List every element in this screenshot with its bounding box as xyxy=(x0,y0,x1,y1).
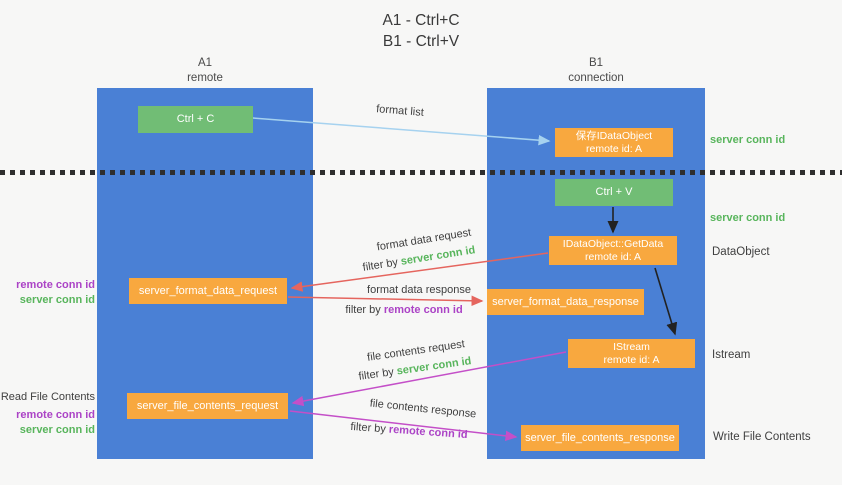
filter-by-text: filter by xyxy=(350,420,387,436)
getdata-node: IDataObject::GetData remote id: A xyxy=(549,236,677,265)
save-idataobject-line2: remote id: A xyxy=(585,142,643,155)
lane-a1-type: remote xyxy=(187,72,223,84)
dotted-separator-line xyxy=(0,170,842,175)
lane-header-a1: A1 remote xyxy=(97,56,313,86)
filter-by-text: filter by xyxy=(357,366,395,383)
edge-label-filter-remote-1: filter by remote conn id xyxy=(338,304,470,316)
right-label-dataobject: DataObject xyxy=(712,246,770,258)
left-label-conn-ids-top: remote conn id server conn id xyxy=(0,278,95,307)
file-contents-response-text: file contents response xyxy=(369,397,477,421)
server-conn-id-text: server conn id xyxy=(19,293,95,306)
filter-by-text: filter by xyxy=(361,256,399,274)
ctrl-c-node: Ctrl + C xyxy=(138,106,253,133)
remote-conn-id-text: remote conn id xyxy=(383,304,463,316)
istream-text: Istream xyxy=(712,349,751,361)
istream-node: IStream remote id: A xyxy=(568,339,695,368)
ctrl-v-node: Ctrl + V xyxy=(555,179,673,206)
server-format-data-response-node: server_format_data_response xyxy=(487,289,644,315)
title-line-1: A1 - Ctrl+C xyxy=(382,12,460,29)
right-label-write-file-contents: Write File Contents xyxy=(713,431,811,443)
right-label-server-conn-id-mid: server conn id xyxy=(710,211,785,226)
lane-b1-type: connection xyxy=(568,72,624,84)
istream-line1: IStream xyxy=(613,340,650,353)
left-label-conn-ids-bottom: remote conn id server conn id xyxy=(0,408,95,437)
remote-conn-id-text: remote conn id xyxy=(388,423,468,442)
right-label-server-conn-id-top: server conn id xyxy=(710,133,785,148)
server-conn-id-text: server conn id xyxy=(395,355,473,378)
format-data-response-text: format data response xyxy=(367,284,471,296)
arrow-format-data-response xyxy=(287,295,484,307)
write-file-contents-text: Write File Contents xyxy=(713,431,811,443)
server-file-contents-response-label: server_file_contents_response xyxy=(525,431,675,444)
ctrl-v-label: Ctrl + V xyxy=(595,186,633,198)
istream-line2: remote id: A xyxy=(603,353,660,366)
right-label-istream: Istream xyxy=(712,349,750,361)
edge-label-file-contents-response: file contents response xyxy=(363,397,484,421)
server-conn-id-text: server conn id xyxy=(710,134,786,146)
dataobject-text: DataObject xyxy=(712,246,770,258)
server-conn-id-text: server conn id xyxy=(710,212,786,224)
diagram-title: A1 - Ctrl+C B1 - Ctrl+V xyxy=(0,10,842,52)
format-list-text: format list xyxy=(375,103,425,119)
server-format-data-response-label: server_format_data_response xyxy=(492,295,639,308)
remote-conn-id-text: remote conn id xyxy=(16,409,95,421)
edge-label-format-data-response: format data response xyxy=(360,284,478,296)
getdata-line1: IDataObject::GetData xyxy=(562,237,664,250)
edge-label-format-list: format list xyxy=(358,102,443,121)
server-conn-id-text: server conn id xyxy=(19,423,95,436)
lane-header-b1: B1 connection xyxy=(487,56,705,86)
left-label-read-file-contents: Read File Contents xyxy=(0,391,95,403)
edge-label-filter-remote-2: filter by remote conn id xyxy=(343,420,476,441)
server-format-data-request-node: server_format_data_request xyxy=(129,278,287,304)
server-file-contents-response-node: server_file_contents_response xyxy=(521,425,679,451)
read-file-contents-text: Read File Contents xyxy=(0,391,95,403)
lane-a1-name: A1 xyxy=(197,57,213,69)
save-idataobject-node: 保存IDataObject remote id: A xyxy=(555,128,673,157)
ctrl-c-label: Ctrl + C xyxy=(176,113,215,125)
server-file-contents-request-label: server_file_contents_request xyxy=(136,399,279,412)
server-file-contents-request-node: server_file_contents_request xyxy=(127,393,288,419)
save-idataobject-line1: 保存IDataObject xyxy=(575,129,653,142)
filter-by-text: filter by xyxy=(345,304,381,316)
lane-b1-name: B1 xyxy=(588,57,604,69)
server-format-data-request-label: server_format_data_request xyxy=(138,284,278,297)
title-line-2: B1 - Ctrl+V xyxy=(382,33,460,50)
getdata-line2: remote id: A xyxy=(584,250,642,263)
remote-conn-id-text: remote conn id xyxy=(16,279,95,291)
